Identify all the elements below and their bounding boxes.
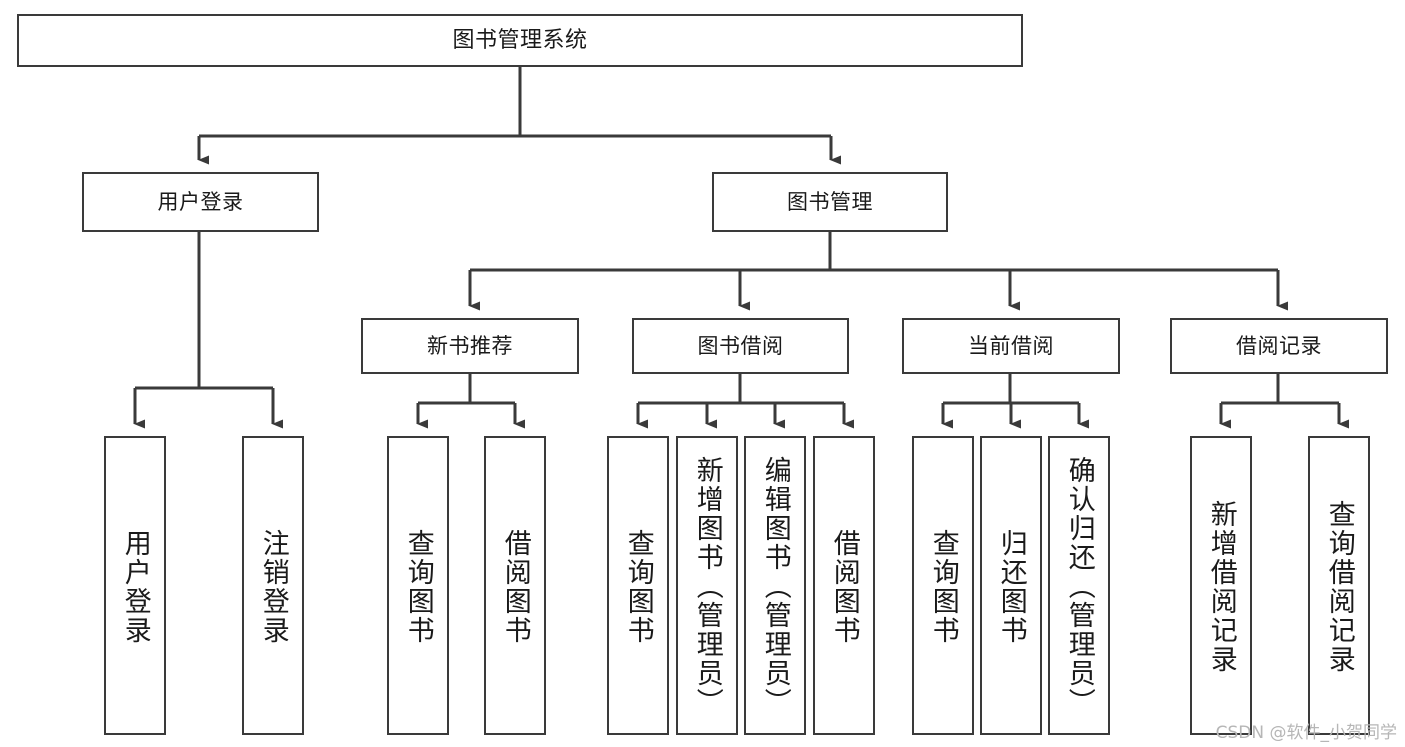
node-leaf-add-book[interactable]: 新增图书（管理员） (676, 436, 738, 735)
node-user-login[interactable]: 用户登录 (82, 172, 319, 232)
node-book-manage-label: 图书管理 (787, 189, 873, 214)
node-leaf-query-record-label: 查询借阅记录 (1323, 499, 1355, 674)
node-leaf-add-record-label: 新增借阅记录 (1205, 499, 1237, 674)
node-new-book-recommend[interactable]: 新书推荐 (361, 318, 579, 374)
node-leaf-logout-label: 注销登录 (257, 528, 289, 645)
node-leaf-query-book-3-label: 查询图书 (927, 528, 959, 645)
node-leaf-query-book-1-label: 查询图书 (402, 528, 434, 645)
node-borrow-record[interactable]: 借阅记录 (1170, 318, 1388, 374)
node-leaf-confirm-return-label: 确认归还（管理员） (1063, 456, 1095, 717)
node-leaf-query-book-2-label: 查询图书 (622, 528, 654, 645)
node-leaf-edit-book-label: 编辑图书（管理员） (759, 456, 791, 717)
node-new-book-recommend-label: 新书推荐 (427, 333, 513, 358)
node-book-borrow-label: 图书借阅 (697, 333, 784, 358)
node-leaf-user-login-label: 用户登录 (119, 528, 151, 645)
node-leaf-borrow-book-2[interactable]: 借阅图书 (813, 436, 875, 735)
node-leaf-query-book-2[interactable]: 查询图书 (607, 436, 669, 735)
node-leaf-query-book-3[interactable]: 查询图书 (912, 436, 974, 735)
node-leaf-borrow-book-1[interactable]: 借阅图书 (484, 436, 546, 735)
node-current-borrow[interactable]: 当前借阅 (902, 318, 1120, 374)
node-leaf-confirm-return[interactable]: 确认归还（管理员） (1048, 436, 1110, 735)
node-leaf-edit-book[interactable]: 编辑图书（管理员） (744, 436, 806, 735)
node-leaf-query-book-1[interactable]: 查询图书 (387, 436, 449, 735)
node-leaf-add-book-label: 新增图书（管理员） (691, 456, 723, 717)
node-leaf-return-book-label: 归还图书 (995, 528, 1027, 645)
node-current-borrow-label: 当前借阅 (968, 333, 1054, 358)
node-leaf-borrow-book-2-label: 借阅图书 (828, 528, 860, 645)
node-leaf-user-login[interactable]: 用户登录 (104, 436, 166, 735)
node-leaf-borrow-book-1-label: 借阅图书 (499, 528, 531, 645)
node-book-manage[interactable]: 图书管理 (712, 172, 948, 232)
node-leaf-logout[interactable]: 注销登录 (242, 436, 304, 735)
node-leaf-query-record[interactable]: 查询借阅记录 (1308, 436, 1370, 735)
node-borrow-record-label: 借阅记录 (1236, 333, 1322, 358)
node-book-borrow[interactable]: 图书借阅 (632, 318, 849, 374)
node-leaf-return-book[interactable]: 归还图书 (980, 436, 1042, 735)
node-root-system-label: 图书管理系统 (452, 27, 588, 53)
node-root-system[interactable]: 图书管理系统 (17, 14, 1023, 67)
node-leaf-add-record[interactable]: 新增借阅记录 (1190, 436, 1252, 735)
node-user-login-label: 用户登录 (157, 189, 244, 214)
